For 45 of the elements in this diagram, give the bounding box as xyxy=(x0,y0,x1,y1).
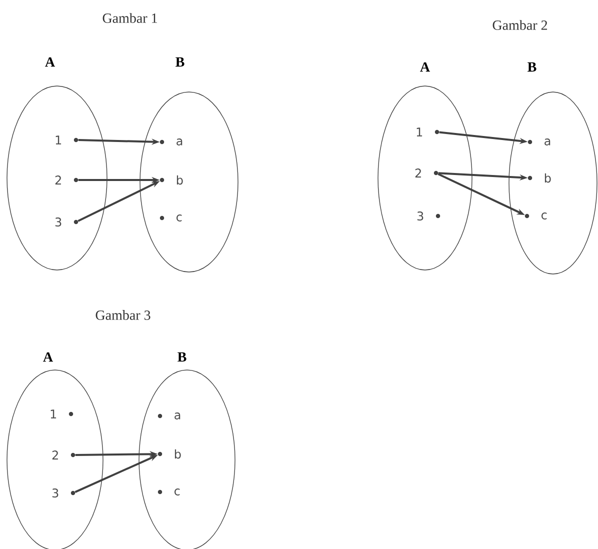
node-label: 3 xyxy=(55,217,62,227)
set-element: 3 xyxy=(55,217,78,227)
node-label: b xyxy=(174,449,181,459)
node-label: b xyxy=(544,173,551,183)
node-label: b xyxy=(176,175,183,185)
node-label: c xyxy=(176,214,182,222)
figure-caption: Gambar 1 xyxy=(102,13,157,23)
node-label: 1 xyxy=(56,136,62,144)
node-label: a xyxy=(544,138,550,146)
node-label: A xyxy=(45,57,55,67)
node-label: 3 xyxy=(417,211,424,221)
set-element: 1 xyxy=(416,128,440,136)
node-label: 3 xyxy=(52,488,58,498)
node-label: B xyxy=(528,62,536,72)
node-label: c xyxy=(542,212,547,220)
node-label: 1 xyxy=(416,128,422,136)
set-element: 2 xyxy=(52,450,76,460)
set-element: a xyxy=(158,412,180,420)
set-element: 1 xyxy=(56,136,78,144)
node-label: 2 xyxy=(415,168,421,178)
set-element: b xyxy=(528,173,551,183)
set-element: 2 xyxy=(415,168,438,178)
node-label: B xyxy=(176,57,184,67)
node-label: a xyxy=(174,412,180,420)
node-label: A xyxy=(43,352,53,362)
node-label: B xyxy=(178,352,186,362)
node-label: a xyxy=(176,138,182,146)
node-label: 2 xyxy=(52,450,58,460)
node-label: c xyxy=(174,488,180,496)
set-element: b xyxy=(160,175,183,185)
set-element: 2 xyxy=(55,176,78,184)
set-element: a xyxy=(528,138,550,146)
set-element: b xyxy=(158,449,181,459)
set-element: 1 xyxy=(50,410,74,418)
figure-caption: Gambar 2 xyxy=(492,20,548,30)
set-element: c xyxy=(524,212,547,220)
node-label: 1 xyxy=(50,410,56,418)
set-element: a xyxy=(160,138,182,146)
set-element: c xyxy=(158,488,180,496)
figure-caption: Gambar 3 xyxy=(96,310,150,320)
set-element: c xyxy=(160,214,182,222)
set-element: 3 xyxy=(417,211,440,221)
node-label: 2 xyxy=(55,176,61,184)
node-label: A xyxy=(420,62,430,72)
set-element: 3 xyxy=(52,488,76,498)
